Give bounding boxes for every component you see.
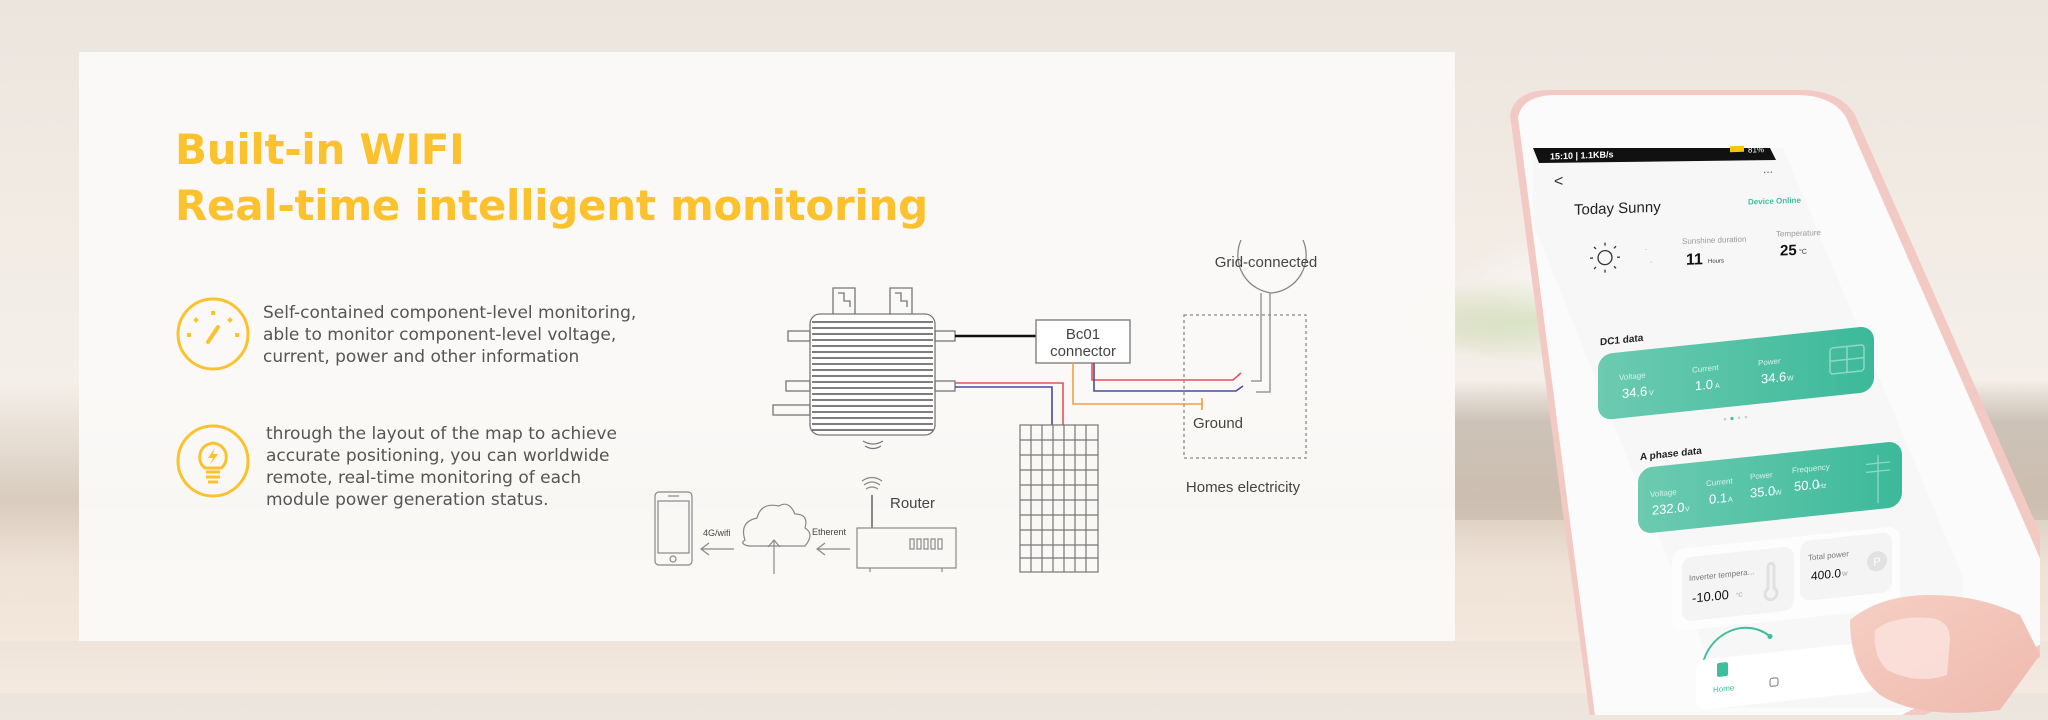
temperature-value: 25 [1780, 242, 1797, 260]
temperature-unit: °C [1799, 248, 1807, 256]
feature-1-line: current, power and other information [263, 346, 636, 368]
temperature-label: Temperature [1776, 228, 1821, 239]
inverter-temp-card [1682, 546, 1794, 622]
feature-component-monitoring: Self-contained component-level monitorin… [175, 296, 636, 372]
power-badge-letter: P [1873, 556, 1880, 569]
headline-line2: Real-time intelligent monitoring [175, 178, 928, 234]
feature-2-line: through the layout of the map to achieve [266, 423, 617, 445]
battery-level: 81% [1748, 145, 1764, 155]
sunshine-unit: Hours [1708, 258, 1724, 265]
feature-2-text: through the layout of the map to achieve… [266, 423, 617, 511]
more-menu-button[interactable]: ... [1763, 162, 1773, 176]
lightbulb-bolt-icon [175, 423, 251, 499]
feature-1-text: Self-contained component-level monitorin… [263, 302, 636, 368]
feature-1-line: Self-contained component-level monitorin… [263, 302, 636, 324]
dc1-power-unit: W [1787, 375, 1794, 383]
phase-current-value: 0.1 [1709, 490, 1727, 507]
phase-current-unit: A [1728, 496, 1733, 504]
dc1-current-value: 1.0 [1695, 377, 1713, 394]
feature-2-line: accurate positioning, you can worldwide [266, 445, 617, 467]
gauge-icon [175, 296, 251, 372]
feature-2-line: module power generation status. [266, 489, 617, 511]
phone-app-screen: 15:10 | 1.1KB/s 81% < ... Today Sunny De… [1480, 75, 2040, 715]
phase-power-unit: W [1775, 489, 1782, 497]
phase-power-value: 35.0 [1750, 483, 1775, 501]
feature-2-line: remote, real-time monitoring of each [266, 467, 617, 489]
headline-line1: Built-in WIFI [175, 122, 928, 178]
total-power-unit: W [1842, 571, 1848, 578]
feature-1-line: able to monitor component-level voltage, [263, 324, 636, 346]
inverter-temp-unit: °C [1736, 592, 1743, 599]
dc1-power-value: 34.6 [1761, 369, 1786, 387]
phase-voltage-unit: V [1685, 506, 1690, 514]
phase-frequency-unit: Hz [1818, 483, 1827, 491]
back-button[interactable]: < [1554, 173, 1563, 190]
headline: Built-in WIFI Real-time intelligent moni… [175, 122, 928, 234]
phase-frequency-value: 50.0 [1794, 476, 1819, 494]
dc1-current-unit: A [1715, 383, 1720, 391]
sunshine-value: 11 [1686, 251, 1703, 269]
feature-remote-monitoring: through the layout of the map to achieve… [175, 423, 617, 511]
dc1-voltage-unit: V [1649, 390, 1654, 398]
phone-mockup: 15:10 | 1.1KB/s 81% < ... Today Sunny De… [1480, 75, 2040, 715]
dc1-voltage-value: 34.6 [1622, 383, 1647, 401]
home-nav-icon[interactable] [1717, 662, 1728, 677]
device-online-status: Device Online [1748, 196, 1801, 207]
weather-title: Today Sunny [1574, 199, 1661, 219]
battery-icon [1730, 146, 1744, 152]
